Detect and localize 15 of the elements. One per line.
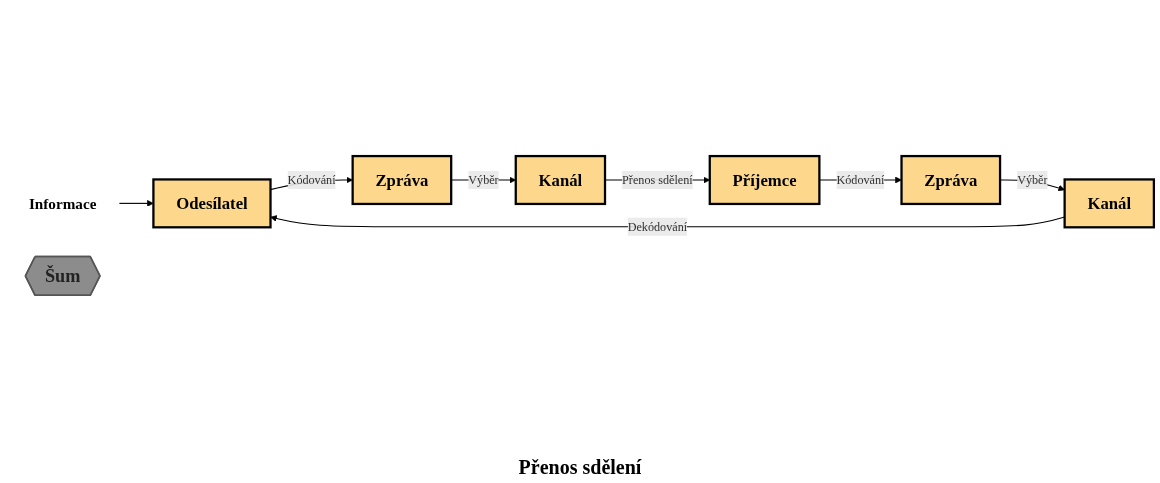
edge-label: Kódování xyxy=(836,173,885,187)
arrow xyxy=(118,200,154,207)
edge-label: Výběr xyxy=(1017,173,1048,187)
node-box: Zpráva xyxy=(900,155,1002,206)
edge-label: Dekódování xyxy=(627,220,688,234)
node-box: Odesílatel xyxy=(152,178,272,229)
node-box: Kanál xyxy=(1063,178,1156,229)
node-box: Kanál xyxy=(514,155,607,206)
edge-label: Přenos sdělení xyxy=(622,173,693,187)
node-box: Zpráva xyxy=(351,155,453,206)
edge-label: Výběr xyxy=(468,173,499,187)
node-text: Informace xyxy=(28,195,97,213)
node-box: Příjemce xyxy=(708,155,821,206)
note-text: Přenos sdělení xyxy=(518,456,642,479)
edge-label: Kódování xyxy=(287,173,336,187)
